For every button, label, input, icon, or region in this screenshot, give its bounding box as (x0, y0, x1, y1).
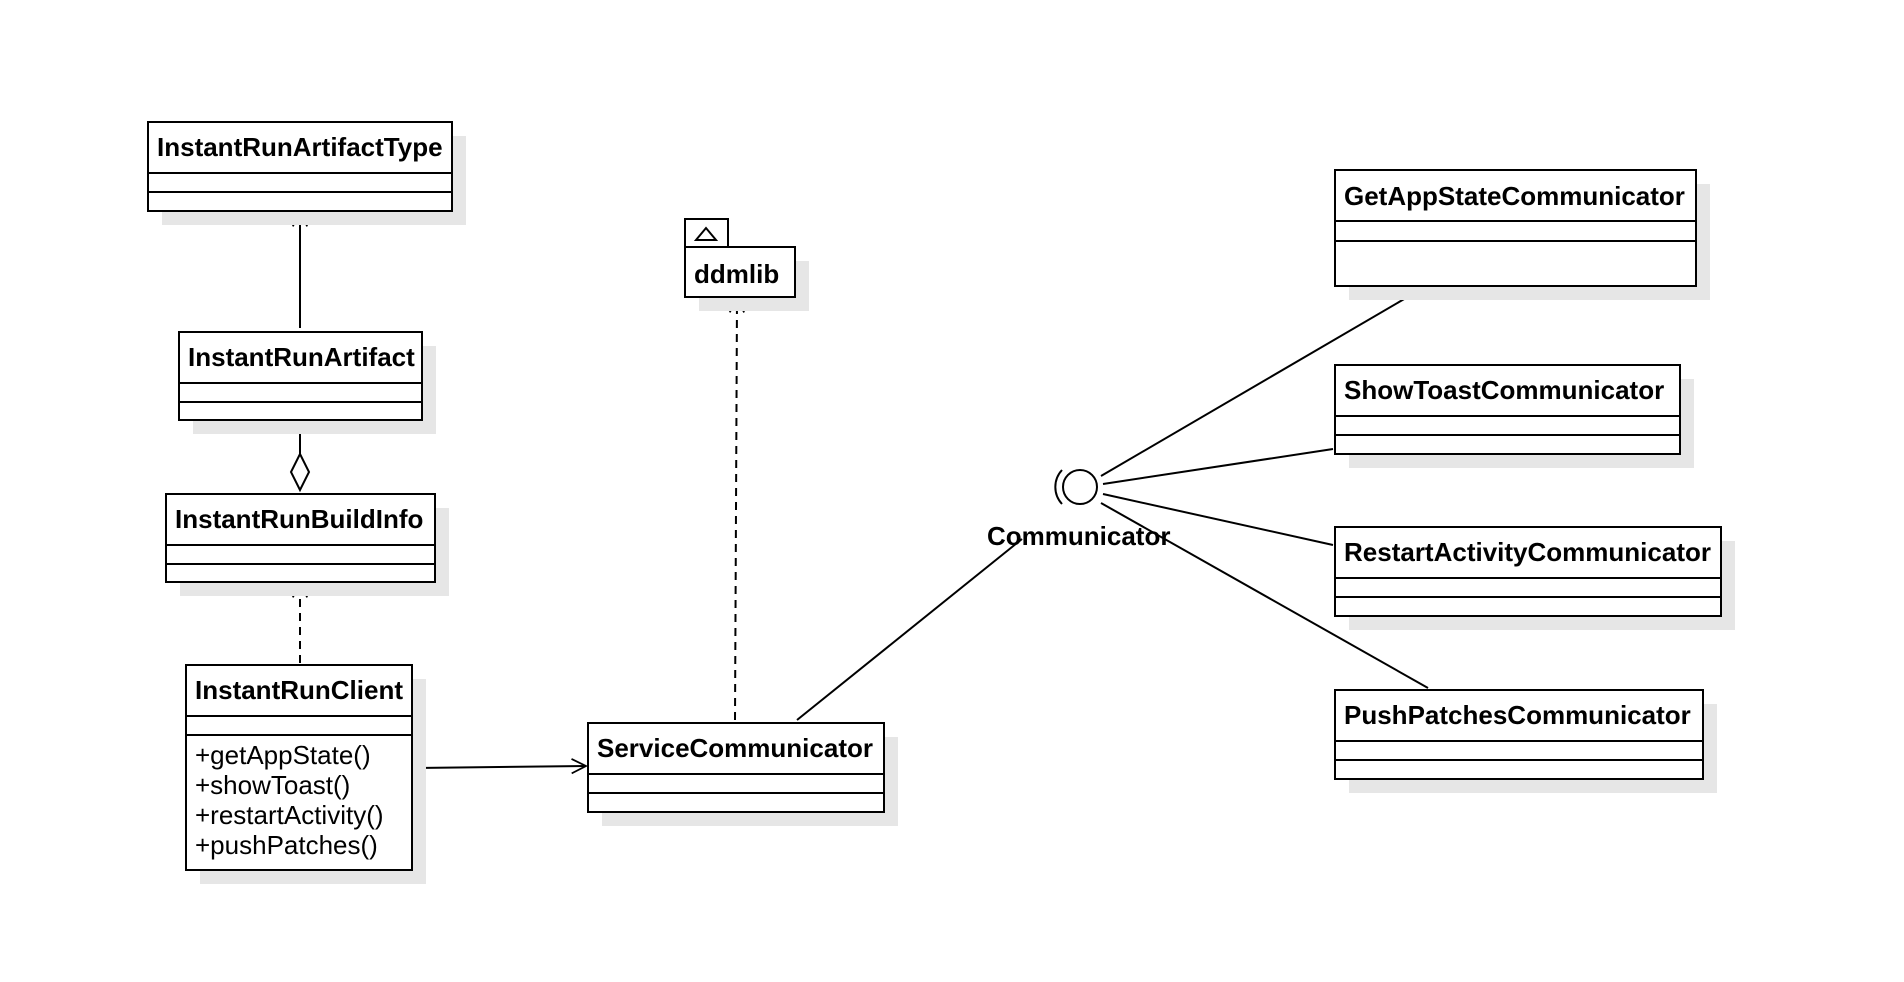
package-ddmlib: ddmlib (684, 218, 809, 311)
operation-showtoast: +showToast() (195, 770, 350, 800)
package-triangle-icon (693, 226, 719, 241)
operation-pushpatches: +pushPatches() (195, 830, 378, 860)
link-communicator-to-pushpatches (1100, 502, 1429, 689)
link-communicator-to-getappstate (1100, 287, 1424, 477)
operation-restartactivity: +restartActivity() (195, 800, 384, 830)
class-instantrunartifact: InstantRunArtifact (178, 331, 436, 434)
package-name: ddmlib (694, 259, 779, 289)
class-name: ShowToastCommunicator (1344, 375, 1664, 405)
socket-icon (1054, 469, 1063, 505)
aggregation-diamond (289, 451, 311, 493)
interface-name: Communicator (987, 521, 1170, 551)
class-servicecommunicator: ServiceCommunicator (587, 722, 898, 826)
class-instantrunclient: InstantRunClient +getAppState() +showToa… (185, 664, 426, 884)
class-name: InstantRunClient (195, 675, 403, 705)
class-name: InstantRunArtifactType (157, 132, 443, 162)
dependency-service-to-ddmlib (735, 298, 737, 721)
class-name: PushPatchesCommunicator (1344, 700, 1691, 730)
link-communicator-to-restartactivity (1102, 493, 1334, 546)
class-instantrunartifacttype: InstantRunArtifactType (147, 121, 466, 225)
association-client-to-service (415, 766, 586, 768)
class-name: RestartActivityCommunicator (1344, 537, 1711, 567)
class-name: InstantRunBuildInfo (175, 504, 423, 534)
class-getappstatecommunicator: GetAppStateCommunicator (1334, 169, 1710, 300)
class-pushpatchescommunicator: PushPatchesCommunicator (1334, 689, 1717, 793)
operation-getappstate: +getAppState() (195, 740, 371, 770)
class-name: InstantRunArtifact (188, 342, 415, 372)
class-name: GetAppStateCommunicator (1344, 181, 1685, 211)
class-restartactivitycommunicator: RestartActivityCommunicator (1334, 526, 1735, 630)
class-showtoastcommunicator: ShowToastCommunicator (1334, 364, 1694, 468)
interface-communicator: Communicator (987, 469, 1170, 551)
lollipop-icon (1062, 469, 1098, 505)
link-communicator-to-showtoast (1102, 448, 1334, 485)
class-name: ServiceCommunicator (597, 733, 873, 763)
link-service-to-communicator (796, 538, 1023, 721)
class-instantrunbuildinfo: InstantRunBuildInfo (165, 493, 449, 596)
